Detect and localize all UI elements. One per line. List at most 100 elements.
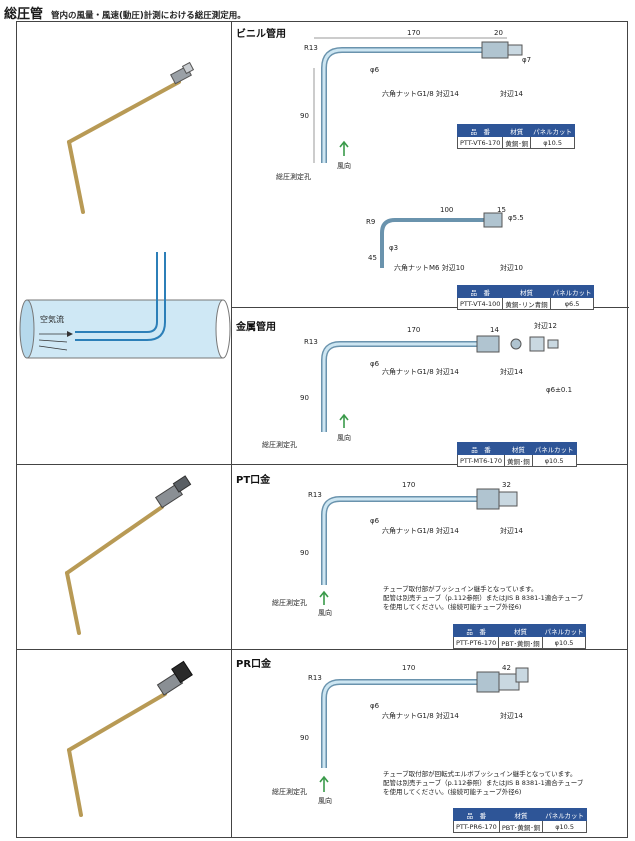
- cell-material: 黄銅･銅: [503, 454, 533, 467]
- pr-note: チューブ取付部が回転式エルボプッシュイン継手となっています。 配管は別売チューブ…: [383, 770, 583, 797]
- section-title-pt: PT口金: [236, 475, 271, 486]
- label-across-2: 対辺12: [534, 321, 557, 330]
- probe-photo-pr: [67, 660, 193, 817]
- cell-cut: φ10.5: [531, 454, 577, 467]
- section-title-vinyl: ビニル管用: [236, 29, 286, 40]
- section-title-pr: PR口金: [236, 659, 272, 670]
- dim-height: 90: [300, 734, 309, 742]
- dim-radius: R13: [304, 44, 318, 52]
- note-line: を使用してください。(接続可能チューブ外径6): [383, 603, 522, 611]
- page-header: 総圧管 管内の風量・風速(動圧)計測における総圧測定用。: [4, 3, 246, 22]
- label-across: 対辺14: [500, 367, 523, 376]
- section-title-metal: 金属管用: [236, 322, 276, 333]
- dim-radius: R13: [308, 674, 322, 682]
- dim-diameter: φ6: [370, 360, 380, 368]
- row-divider-metal: [231, 307, 629, 308]
- label-wind: 風向: [337, 161, 351, 170]
- label-across: 対辺14: [500, 89, 523, 98]
- cell-part: PTT-PT6-170: [452, 636, 500, 649]
- cell-material: PBT･黄銅･銅: [498, 636, 543, 649]
- label-nut: 六角ナットG1/8 対辺14: [382, 526, 459, 535]
- probe-photo-pt: [65, 475, 192, 635]
- label-across: 対辺14: [500, 526, 523, 535]
- cell-material: PBT･黄銅･銅: [498, 820, 544, 833]
- label-nut: 六角ナットG1/8 対辺14: [382, 711, 459, 720]
- label-wind: 風向: [318, 608, 332, 617]
- vinyl-drawing-1: 170 20 R13 φ6 φ7 90 六角ナットG1/8 対辺14 対辺14 …: [276, 29, 531, 272]
- col-cut: パネルカット: [542, 808, 587, 821]
- label-point: 総圧測定孔: [262, 440, 297, 449]
- cell-material: 黄銅･リン青銅: [502, 297, 551, 310]
- note-line: 配管は別売チューブ（p.112参照）またはJIS B 8381-1適合チューブ: [383, 779, 584, 787]
- col-material: 材質: [503, 442, 533, 455]
- label-nut-small: 六角ナットM6 対辺10: [394, 263, 465, 272]
- dim-length: 170: [407, 326, 420, 334]
- col-part: 品 番: [456, 285, 504, 298]
- col-cut: パネルカット: [541, 624, 587, 637]
- dim-diameter-3: φ6±0.1: [546, 386, 572, 394]
- pt-drawing: 170 32 R13 φ6 90 六角ナットG1/8 対辺14 対辺14 総圧測…: [272, 481, 523, 617]
- dim-radius: R13: [304, 338, 318, 346]
- dim-length-2: 32: [502, 481, 511, 489]
- note-line: チューブ取付部がプッシュイン継手となっています。: [383, 585, 538, 593]
- label-point: 総圧測定孔: [272, 598, 307, 607]
- dim-radius-small: R9: [366, 218, 375, 226]
- row-divider-2: [17, 649, 627, 650]
- probe-photo-1: [67, 61, 195, 214]
- dim-length-2: 42: [502, 664, 511, 672]
- dim-height-small: 45: [368, 254, 377, 262]
- col-material: 材質: [502, 285, 551, 298]
- cell-cut: φ10.5: [542, 820, 587, 833]
- label-across-small: 対辺10: [500, 263, 523, 272]
- note-line: チューブ取付部が回転式エルボプッシュイン継手となっています。: [383, 770, 577, 778]
- pt-note: チューブ取付部がプッシュイン継手となっています。 配管は別売チューブ（p.112…: [383, 585, 583, 612]
- dim-length-2: 14: [490, 326, 499, 334]
- col-part: 品 番: [456, 124, 504, 137]
- dim-length: 170: [402, 664, 415, 672]
- cell-material: 黄銅･銅: [502, 136, 532, 149]
- col-material: 材質: [498, 808, 544, 821]
- col-part: 品 番: [453, 808, 500, 821]
- label-point: 総圧測定孔: [272, 787, 307, 796]
- label-across: 対辺14: [500, 711, 523, 720]
- dim-length-small: 100: [440, 206, 453, 214]
- duct-illustration: [19, 252, 231, 359]
- note-line: 配管は別売チューブ（p.112参照）またはJIS B 8381-1適合チューブ: [383, 594, 584, 602]
- dim-length: 170: [407, 29, 420, 37]
- col-cut: パネルカット: [530, 124, 575, 137]
- dim-diameter-2: φ7: [522, 56, 531, 64]
- col-part: 品 番: [457, 442, 505, 455]
- label-wind: 風向: [318, 796, 332, 805]
- col-part: 品 番: [452, 624, 500, 637]
- cell-part: PTT-VT6-170: [456, 136, 504, 149]
- cell-cut: φ6.5: [549, 297, 595, 310]
- label-nut: 六角ナットG1/8 対辺14: [382, 89, 459, 98]
- dim-diameter-small-2: φ5.5: [508, 214, 524, 222]
- page-title: 総圧管: [4, 7, 44, 22]
- dim-diameter: φ6: [370, 66, 380, 74]
- cell-part: PTT-MT6-170: [457, 454, 505, 467]
- label-point: 総圧測定孔: [276, 172, 311, 181]
- left-illustrations: [19, 61, 231, 359]
- cell-cut: φ10.5: [541, 636, 587, 649]
- dim-length-small-2: 15: [497, 206, 506, 214]
- dim-height: 90: [300, 394, 309, 402]
- dim-length-2: 20: [494, 29, 503, 37]
- metal-drawing: 170 14 R13 φ6 φ6±0.1 90 六角ナットG1/8 対辺14 対…: [262, 321, 572, 449]
- cell-part: PTT-VT4-100: [456, 297, 504, 310]
- col-cut: パネルカット: [531, 442, 577, 455]
- cell-part: PTT-PR6-170: [453, 820, 500, 833]
- row-divider-1: [17, 464, 627, 465]
- col-cut: パネルカット: [549, 285, 595, 298]
- cell-cut: φ10.5: [530, 136, 575, 149]
- dim-diameter: φ6: [370, 517, 380, 525]
- col-material: 材質: [498, 624, 543, 637]
- dim-height: 90: [300, 549, 309, 557]
- page-subtitle: 管内の風量・風速(動圧)計測における総圧測定用。: [51, 11, 246, 21]
- column-divider: [231, 22, 232, 837]
- air-flow-label: 空気流: [40, 315, 64, 324]
